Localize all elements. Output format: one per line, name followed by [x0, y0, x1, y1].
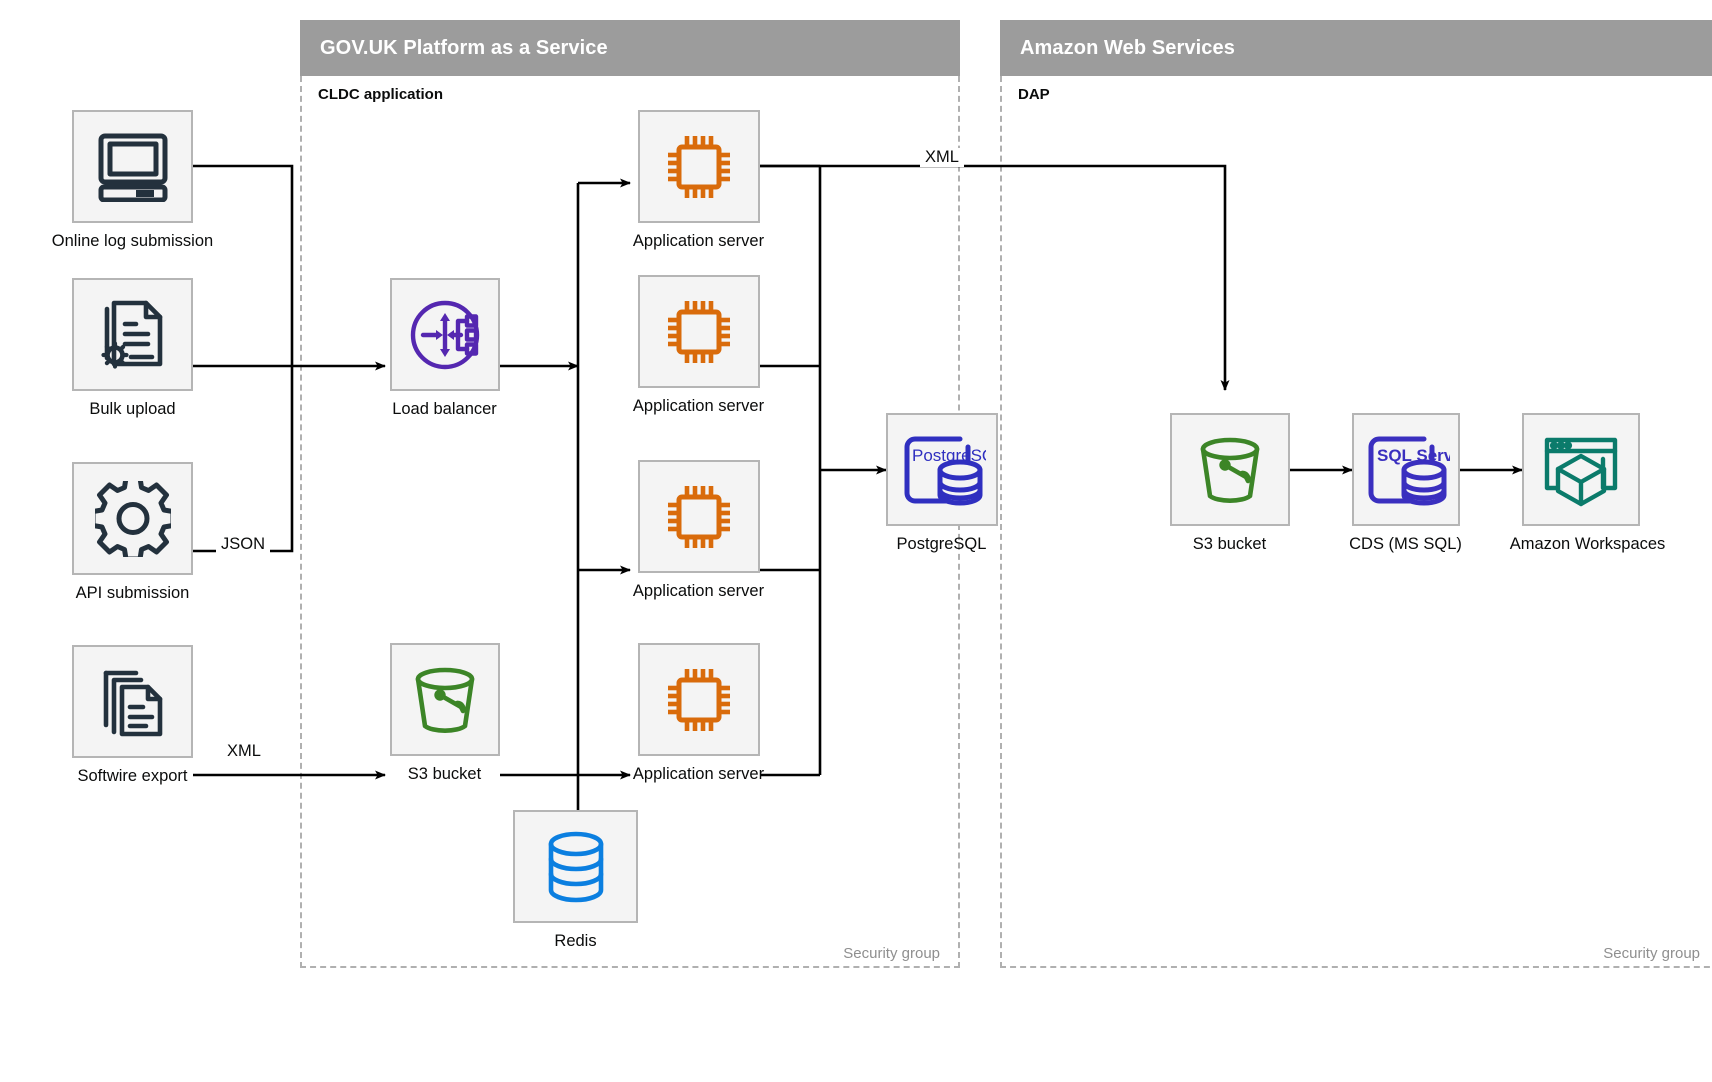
node-label-app-server-3: Application server: [632, 582, 765, 600]
region-label-cldc: CLDC application: [318, 86, 444, 103]
node-label-postgresql: PostgreSQL: [896, 535, 987, 553]
node-label-s3-bucket-paas: S3 bucket: [407, 765, 482, 783]
security-group-region-aws: [1000, 76, 1712, 968]
group-header-aws: Amazon Web Services: [1000, 20, 1712, 76]
cpu-chip-icon: [638, 460, 760, 573]
sql-server-database-icon: SQL Server: [1352, 413, 1460, 526]
group-title-aws: Amazon Web Services: [1020, 36, 1235, 59]
load-balancer-icon: [390, 278, 500, 391]
security-group-label-paas: Security group: [843, 945, 940, 962]
redis-database-icon: [513, 810, 638, 923]
node-label-api-submission: API submission: [75, 584, 190, 602]
security-group-label-aws: Security group: [1603, 945, 1700, 962]
documents-stack-icon: [72, 645, 193, 758]
node-label-app-server-2: Application server: [632, 397, 765, 415]
node-label-app-server-1: Application server: [632, 232, 765, 250]
edge-label-xml-dap: XML: [920, 148, 964, 167]
region-label-dap: DAP: [1018, 86, 1050, 103]
postgresql-database-icon: PostgreSQL: [886, 413, 998, 526]
desktop-computer-icon: [72, 110, 193, 223]
cpu-chip-icon: [638, 275, 760, 388]
edge-label-json: JSON: [216, 535, 271, 554]
cpu-chip-icon: [638, 110, 760, 223]
node-label-s3-bucket-aws: S3 bucket: [1192, 535, 1267, 553]
group-header-paas: GOV.UK Platform as a Service: [300, 20, 960, 76]
s3-bucket-icon: [1170, 413, 1290, 526]
node-label-online-log-submission: Online log submission: [51, 232, 214, 250]
s3-bucket-icon: [390, 643, 500, 756]
cpu-chip-icon: [638, 643, 760, 756]
node-label-app-server-4: Application server: [632, 765, 765, 783]
node-label-redis: Redis: [554, 932, 597, 950]
gear-icon: [72, 462, 193, 575]
node-label-amazon-workspaces: Amazon Workspaces: [1509, 535, 1666, 553]
node-label-cds-ms-sql: CDS (MS SQL): [1349, 535, 1462, 553]
node-label-bulk-upload: Bulk upload: [89, 400, 176, 418]
group-title-paas: GOV.UK Platform as a Service: [320, 36, 608, 59]
document-gear-icon: [72, 278, 193, 391]
node-label-softwire-export: Softwire export: [77, 767, 188, 785]
node-label-load-balancer: Load balancer: [392, 400, 497, 418]
edge-label-xml-softwire: XML: [222, 742, 266, 761]
amazon-workspaces-icon: [1522, 413, 1640, 526]
